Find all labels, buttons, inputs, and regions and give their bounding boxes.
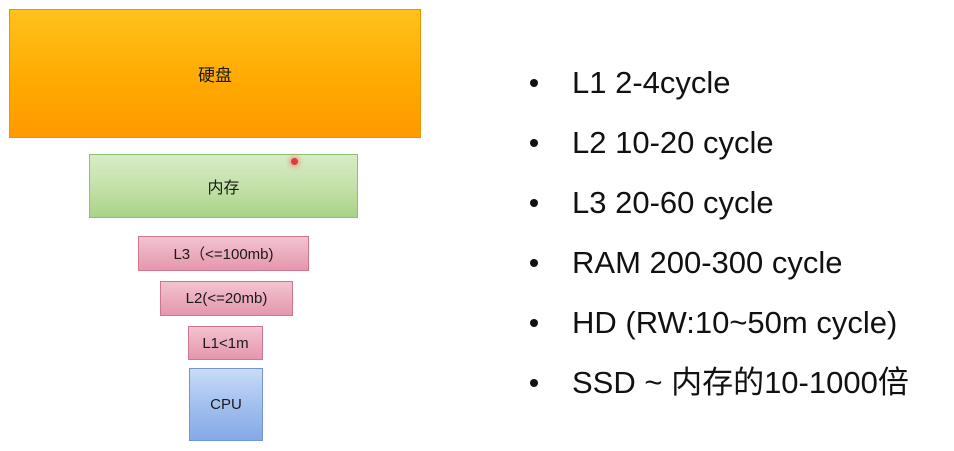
l2-cache-label: L2(<=20mb) (185, 290, 268, 307)
list-item: RAM 200-300 cycle (526, 238, 909, 298)
bullet-icon (530, 139, 538, 147)
bullet-icon (530, 259, 538, 267)
hard-disk-label: 硬盘 (198, 66, 232, 85)
bullet-icon (530, 79, 538, 87)
bullet-icon (530, 379, 538, 387)
bullet-icon (530, 319, 538, 327)
list-item: L1 2-4cycle (526, 58, 909, 118)
list-item-text: RAM 200-300 cycle (572, 245, 843, 280)
l1-cache-block: L1<1m (188, 326, 263, 360)
list-item-text: HD (RW:10~50m cycle) (572, 305, 898, 340)
list-item: SSD ~ 内存的10-1000倍 (526, 358, 909, 418)
cpu-block: CPU (189, 368, 263, 441)
l1-cache-label: L1<1m (202, 334, 249, 352)
l3-cache-block: L3（<=100mb) (138, 236, 309, 271)
memory-label: 内存 (207, 180, 240, 197)
latency-list: L1 2-4cycle L2 10-20 cycle L3 20-60 cycl… (526, 58, 909, 418)
list-item-text: SSD ~ 内存的10-1000倍 (572, 365, 909, 400)
list-item: L2 10-20 cycle (526, 118, 909, 178)
l2-cache-block: L2(<=20mb) (160, 281, 293, 316)
cpu-label: CPU (210, 396, 242, 413)
bullet-icon (530, 199, 538, 207)
list-item: HD (RW:10~50m cycle) (526, 298, 909, 358)
laser-pointer-dot-icon (291, 158, 298, 165)
list-item-text: L3 20-60 cycle (572, 185, 774, 220)
l3-cache-label: L3（<=100mb) (173, 246, 274, 263)
list-item: L3 20-60 cycle (526, 178, 909, 238)
list-item-text: L1 2-4cycle (572, 65, 731, 100)
hard-disk-block: 硬盘 (9, 9, 421, 138)
list-item-text: L2 10-20 cycle (572, 125, 774, 160)
memory-block: 内存 (89, 154, 358, 218)
